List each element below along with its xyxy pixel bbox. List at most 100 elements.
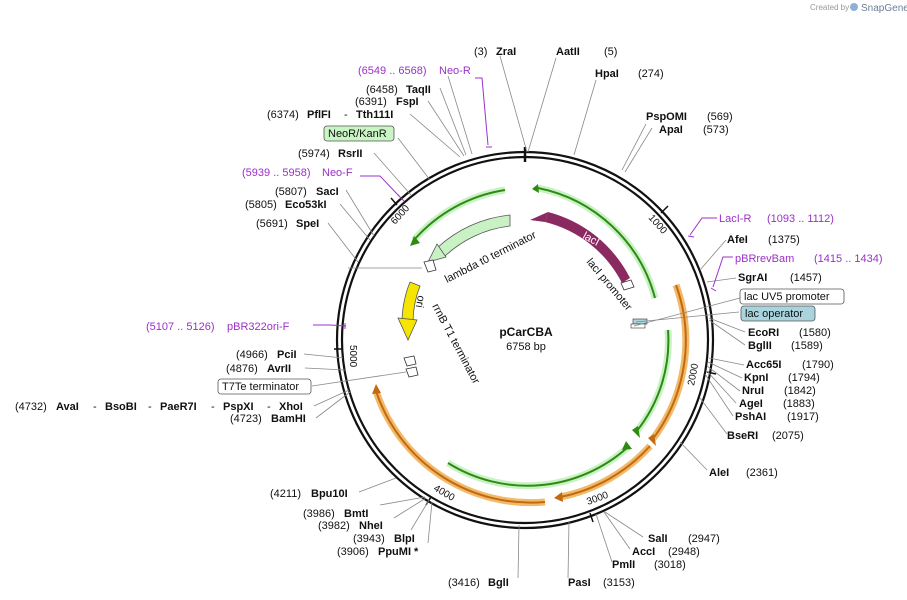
site-apai-name: ApaI bbox=[659, 124, 683, 136]
ori-arrowhead bbox=[397, 317, 418, 341]
site-bgli-name: BglI bbox=[488, 577, 509, 589]
site-multi-dash-2: - bbox=[148, 401, 152, 413]
watermark-brand: SnapGene bbox=[861, 3, 907, 14]
site-avrii-name: AvrII bbox=[267, 363, 291, 375]
plasmid-length: 6758 bp bbox=[506, 341, 546, 353]
site-sgrai-pos: (1457) bbox=[790, 272, 822, 284]
green-arrowhead-right bbox=[632, 426, 640, 438]
green-arrowhead-bottom bbox=[622, 441, 632, 450]
primer-neo-r-range: (6549 .. 6568) bbox=[358, 65, 427, 77]
orange-arc-left bbox=[375, 390, 546, 504]
tick-label-2000: 2000 bbox=[686, 362, 701, 386]
site-saci-pos: (5807) bbox=[275, 186, 307, 198]
site-hpai-pos: (274) bbox=[638, 68, 664, 80]
site-pspomi-name: PspOMI bbox=[646, 111, 687, 123]
site-bsobi-name: BsoBI bbox=[105, 401, 137, 413]
watermark-created-by: Created by bbox=[810, 3, 849, 12]
site-pasi-name: PasI bbox=[568, 577, 591, 589]
snapgene-logo-icon bbox=[850, 3, 858, 11]
site-pshai-pos: (1917) bbox=[787, 411, 819, 423]
lac-uv5-label: lac UV5 promoter bbox=[744, 291, 830, 303]
site-agei-pos: (1883) bbox=[783, 398, 815, 410]
site-pflfi-pos: (6374) bbox=[267, 109, 299, 121]
site-pspxi-name: PspXI bbox=[223, 401, 254, 413]
orange-arc-bottom bbox=[559, 445, 651, 498]
tick-label-5000: 5000 bbox=[347, 345, 358, 368]
orange-arrowhead-right bbox=[648, 434, 656, 446]
tick-6000 bbox=[390, 197, 398, 206]
lac-operator-label: lac operator bbox=[745, 308, 803, 320]
site-zrai-pos: (3) bbox=[474, 46, 487, 58]
site-sali-pos: (2947) bbox=[688, 533, 720, 545]
site-rsrii-pos: (5974) bbox=[298, 148, 330, 160]
site-ppumi-pos: (3906) bbox=[337, 546, 369, 558]
primer-laci-r-range: (1093 .. 1112) bbox=[767, 213, 834, 225]
lac-operator-box bbox=[740, 305, 816, 322]
site-zrai-name: ZraI bbox=[496, 46, 516, 58]
site-sali-name: SalI bbox=[648, 533, 668, 545]
lambda-arrowhead bbox=[427, 243, 447, 263]
site-bmti-pos: (3986) bbox=[303, 508, 335, 520]
neo-kanr-label: NeoR/KanR bbox=[328, 128, 387, 140]
rrnb-small-arrow bbox=[403, 355, 417, 367]
feature-arcs bbox=[372, 184, 690, 507]
site-hpai-name: HpaI bbox=[595, 68, 619, 80]
t7te-small-arrow bbox=[405, 366, 419, 378]
site-pasi-pos: (3153) bbox=[603, 577, 635, 589]
site-pspomi-pos: (569) bbox=[707, 111, 733, 123]
site-acc65i-pos: (1790) bbox=[802, 359, 834, 371]
orange-arrowhead-bottom bbox=[554, 492, 563, 502]
primer-pbr322ori-f-range: (5107 .. 5126) bbox=[146, 321, 215, 333]
site-bseri-pos: (2075) bbox=[772, 430, 804, 442]
laci-arrowhead bbox=[530, 212, 548, 222]
site-bamhi-name: BamHI bbox=[271, 413, 306, 425]
site-bmti-name: BmtI bbox=[344, 508, 368, 520]
site-spei-name: SpeI bbox=[296, 218, 319, 230]
site-aatii-name: AatII bbox=[556, 46, 580, 58]
site-labels: (3) ZraI AatII (5) HpaI (274) PspOMI (56… bbox=[15, 46, 834, 589]
laci-promoter-arrow bbox=[620, 279, 635, 291]
site-pflfi-name: PflFI bbox=[307, 109, 331, 121]
laci-ring-arrowhead bbox=[532, 184, 539, 193]
site-nhei-name: NheI bbox=[359, 520, 383, 532]
site-bpu10i-name: Bpu10I bbox=[311, 488, 348, 500]
site-pmli-pos: (3018) bbox=[654, 559, 686, 571]
neo-kanr-box bbox=[323, 125, 395, 142]
site-aatii-pos: (5) bbox=[604, 46, 617, 58]
site-bamhi-pos: (4723) bbox=[230, 413, 262, 425]
tick-3000 bbox=[589, 512, 594, 523]
laci-ring bbox=[537, 187, 656, 299]
site-bseri-name: BseRI bbox=[727, 430, 758, 442]
site-eco53ki-name: Eco53kI bbox=[285, 199, 327, 211]
site-afei-pos: (1375) bbox=[768, 234, 800, 246]
connector-lines bbox=[303, 55, 746, 579]
site-pmli-name: PmlI bbox=[612, 559, 635, 571]
site-ppumi-name: PpuMI * bbox=[378, 546, 419, 558]
site-bgli-pos: (3416) bbox=[448, 577, 480, 589]
site-saci-name: SacI bbox=[316, 186, 339, 198]
site-agei-name: AgeI bbox=[739, 398, 763, 410]
site-nhei-pos: (3982) bbox=[318, 520, 350, 532]
site-tth111i-name: Tth111I bbox=[356, 109, 393, 121]
site-acci-pos: (2948) bbox=[668, 546, 700, 558]
site-bpu10i-pos: (4211) bbox=[270, 488, 301, 500]
orange-arrowhead-left bbox=[372, 384, 381, 394]
site-kpni-name: KpnI bbox=[744, 372, 768, 384]
site-taqii-pos: (6458) bbox=[366, 84, 398, 96]
tick-1000 bbox=[660, 205, 669, 214]
site-sgrai-name: SgrAI bbox=[738, 272, 767, 284]
primer-laci-r-name: LacI-R bbox=[719, 213, 751, 225]
site-avai-name: AvaI bbox=[56, 401, 79, 413]
site-kpni-pos: (1794) bbox=[788, 372, 820, 384]
site-acc65i-name: Acc65I bbox=[746, 359, 781, 371]
site-pshai-name: PshAI bbox=[735, 411, 766, 423]
primer-pbr322ori-f-name: pBR322ori-F bbox=[227, 321, 290, 333]
tick-label-3000: 3000 bbox=[585, 490, 610, 508]
site-apai-pos: (573) bbox=[703, 124, 729, 136]
site-ecori-name: EcoRI bbox=[748, 327, 779, 339]
site-pcii-pos: (4966) bbox=[236, 349, 268, 361]
primer-connectors bbox=[313, 77, 733, 329]
site-bglii-pos: (1589) bbox=[791, 340, 823, 352]
site-blpi-pos: (3943) bbox=[353, 533, 385, 545]
